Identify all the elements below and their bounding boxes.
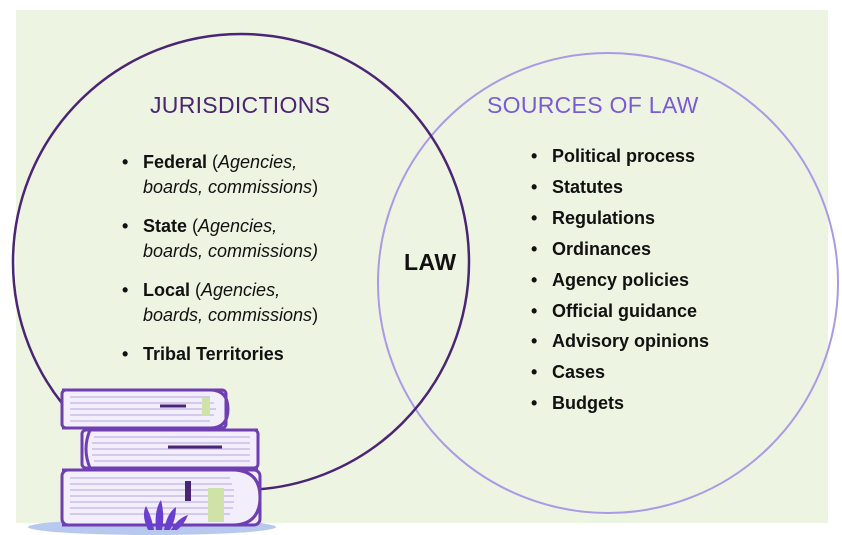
jurisdiction-item-local: Local (Agencies, boards, commissions)	[119, 278, 369, 328]
source-item: Ordinances	[528, 234, 788, 265]
source-item: Agency policies	[528, 265, 788, 296]
jurisdictions-list: Federal (Agencies,boards, commissions) S…	[119, 150, 369, 381]
jurisdiction-detail: Agencies,	[218, 152, 298, 172]
jurisdiction-detail: boards, commissions	[143, 305, 313, 325]
paren-open: (	[187, 216, 199, 236]
paren-open: (	[190, 280, 202, 300]
jurisdiction-detail: Agencies,	[198, 216, 278, 236]
jurisdiction-name: Local	[143, 280, 191, 300]
paren-open: (	[207, 152, 219, 172]
source-item: Regulations	[528, 203, 788, 234]
sources-circle	[377, 52, 839, 514]
source-item: Budgets	[528, 388, 788, 419]
source-item: Advisory opinions	[528, 326, 788, 357]
source-item: Cases	[528, 357, 788, 388]
paren-close: )	[312, 305, 319, 325]
jurisdiction-detail: boards, commissions	[143, 177, 313, 197]
jurisdiction-detail: Agencies,	[201, 280, 281, 300]
jurisdiction-name: Federal	[143, 152, 208, 172]
jurisdiction-name: Tribal Territories	[143, 344, 284, 364]
sources-of-law-title: SOURCES OF LAW	[487, 92, 699, 118]
jurisdiction-name: State	[143, 216, 188, 236]
jurisdiction-detail: boards, commissions)	[143, 241, 319, 261]
source-item: Official guidance	[528, 296, 788, 327]
jurisdiction-item-state: State (Agencies, boards, commissions)	[119, 214, 369, 264]
jurisdiction-item-federal: Federal (Agencies, boards, commissions)	[119, 150, 369, 200]
source-item: Statutes	[528, 172, 788, 203]
law-center-label: LAW	[404, 249, 457, 275]
jurisdictions-title: JURISDICTIONS	[150, 92, 331, 118]
plant-icon	[143, 500, 188, 530]
stack-of-books-icon	[28, 388, 276, 535]
source-item: Political process	[528, 141, 788, 172]
paren-close: )	[312, 177, 319, 197]
sources-of-law-list: Political process Statutes Regulations O…	[528, 141, 788, 419]
jurisdiction-item-tribal: Tribal Territories	[119, 342, 369, 367]
